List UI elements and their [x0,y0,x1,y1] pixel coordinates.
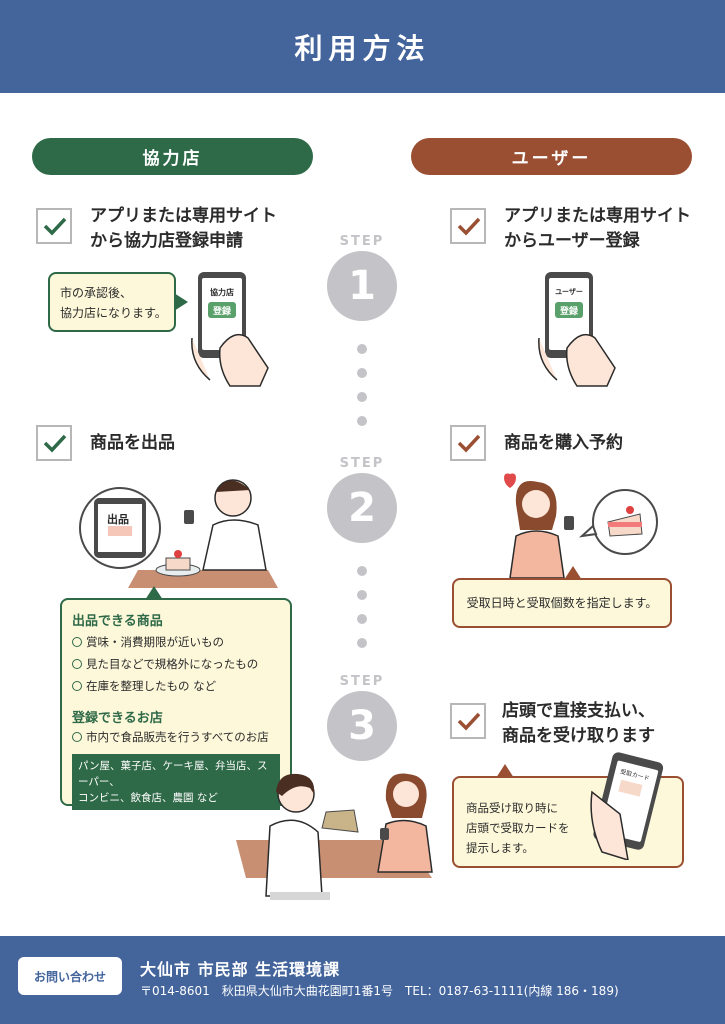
approval-bubble: 市の承認後、協力店になります。 [48,272,176,332]
user-step1-checkbox [450,208,486,244]
user-step2-title: 商品を購入予約 [504,433,623,453]
step-dot [357,368,367,378]
phone-register-button: 登録 [559,307,578,317]
step2-number: 2 [327,473,397,543]
check-icon [457,712,481,731]
page-title: 利用方法 [0,0,725,93]
list-item: 市内で食品販売を行うすべてのお店 [72,726,290,748]
bubble-tail-icon [145,586,163,600]
partner-column-header: 協力店 [32,138,313,175]
can-list-heading: 出品できる商品 [72,614,163,629]
store-counter-illustration [236,773,433,900]
step1-number: 1 [327,251,397,321]
check-icon [43,434,67,453]
department-name: 大仙市 市民部 生活環境課 [140,960,341,979]
check-icon [43,217,67,236]
reserve-note: 受取日時と受取個数を指定します。 [452,578,672,628]
check-icon [457,434,481,453]
user-step3-checkbox [450,703,486,739]
partner-step2-checkbox [36,425,72,461]
check-icon [457,217,481,236]
step-dot [357,344,367,354]
step1-label: STEP [339,234,385,249]
store-examples: パン屋、菓子店、ケーキ屋、弁当店、スーパー、コンビニ、飲食店、農園 など [72,754,280,810]
step-dot [357,590,367,600]
user-step3-title: 店頭で直接支払い、商品を受け取ります [502,701,655,746]
bubble-tail-icon [496,764,514,778]
phone-register-button: 登録 [212,307,231,317]
step3-label: STEP [339,674,385,689]
listing-info-box: 出品できる商品 賞味・消費期限が近いもの 見た目などで規格外になったもの 在庫を… [60,598,292,810]
step-dot [357,416,367,426]
list-item: 在庫を整理したもの など [72,675,290,697]
user-column-header: ユーザー [411,138,692,175]
pickup-card-phone-icon [590,752,664,860]
bubble-tail-icon [564,566,582,580]
list-item: 見た目などで規格外になったもの [72,653,290,675]
phone-hand-icon [191,272,269,387]
step-dot [357,566,367,576]
user-reserve-illustration [504,473,658,578]
merchant-listing-illustration [79,479,278,588]
step2-label: STEP [339,456,385,471]
stores-heading: 登録できるお店 [72,711,163,726]
list-item: 賞味・消費期限が近いもの [72,631,290,653]
bubble-tail-icon [174,293,188,311]
user-step2-checkbox [450,425,486,461]
step-dot [357,638,367,648]
partner-step1-checkbox [36,208,72,244]
phone-hand-icon [538,272,616,387]
phone-title: ユーザー [555,288,583,296]
phone-title: 協力店 [210,288,234,297]
user-step1-title: アプリまたは専用サイトからユーザー登録 [504,206,691,251]
step-dot [357,392,367,402]
listing-phone-title: 出品 [107,513,129,526]
partner-step1-title: アプリまたは専用サイトから協力店登録申請 [90,206,277,251]
step3-number: 3 [327,691,397,761]
contact-label: お問い合わせ [18,957,122,995]
partner-step2-title: 商品を出品 [90,433,175,453]
step-dot [357,614,367,624]
contact-address: 〒014-8601 秋田県大仙市大曲花園町1番1号 TEL：0187-63-11… [140,984,619,998]
